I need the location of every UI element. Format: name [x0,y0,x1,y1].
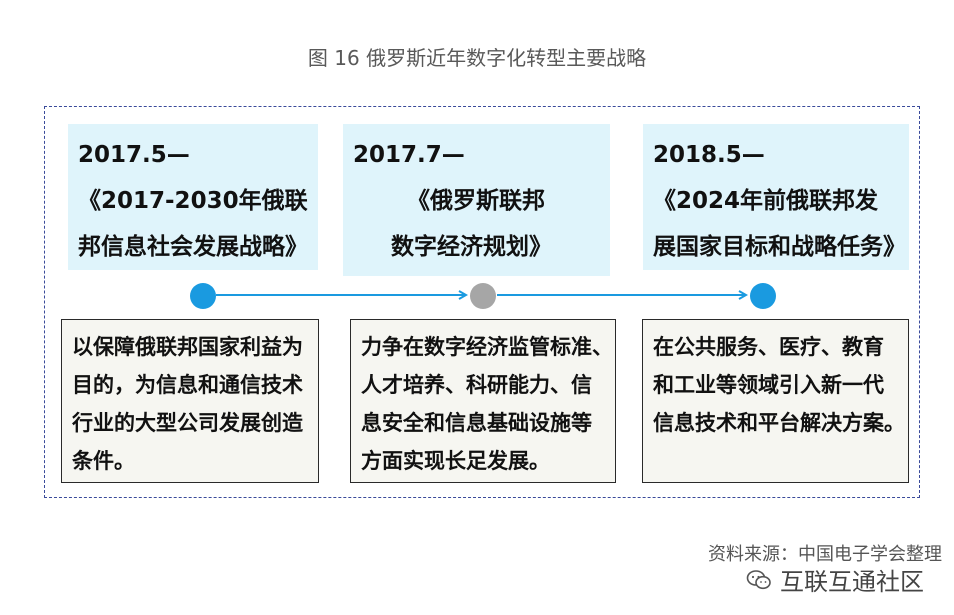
milestone-3-doc-line1: 《2024年前俄联邦发 [653,188,879,214]
watermark: 互联互通社区 [746,562,924,597]
source-note: 资料来源：中国电子学会整理 [708,544,942,565]
milestone-2-desc-line: 方面实现长足发展。 [361,449,550,473]
milestone-2-desc-line: 人才培养、科研能力、信 [361,373,592,397]
milestone-3-desc-line: 在公共服务、医疗、教育 [653,335,884,359]
wechat-icon [746,569,771,589]
milestone-2-description: 力争在数字经济监管标准、 人才培养、科研能力、信 息安全和信息基础设施等 方面实… [350,319,616,483]
milestone-1-desc-line: 以保障俄联邦国家利益为 [72,335,303,359]
milestone-2-desc-line: 力争在数字经济监管标准、 [361,335,613,359]
milestone-3-desc-line: 信息技术和平台解决方案。 [653,411,905,435]
milestone-3-description: 在公共服务、医疗、教育 和工业等领域引入新一代 信息技术和平台解决方案。 [642,319,909,483]
milestone-2-desc-line: 息安全和信息基础设施等 [361,411,592,435]
milestone-1-description: 以保障俄联邦国家利益为 目的，为信息和通信技术 行业的大型公司发展创造 条件。 [61,319,319,483]
milestone-3-date: 2018.5— [653,142,765,168]
milestone-1-desc-line: 条件。 [72,449,135,473]
milestone-2-doc-line1: 《俄罗斯联邦 [407,188,545,214]
milestone-1-header: 2017.5— 《2017-2030年俄联 邦信息社会发展战略》 [68,124,318,270]
timeline-frame [44,106,920,498]
milestone-2-doc-line2: 数字经济规划》 [391,234,552,260]
milestone-3-desc-line: 和工业等领域引入新一代 [653,373,884,397]
milestone-1-desc-line: 目的，为信息和通信技术 [72,373,303,397]
milestone-3-header: 2018.5— 《2024年前俄联邦发 展国家目标和战略任务》 [643,124,909,270]
milestone-1-doc-line1: 《2017-2030年俄联 [78,188,308,214]
milestone-1-date: 2017.5— [78,142,190,168]
milestone-2-header: 2017.7— 《俄罗斯联邦 数字经济规划》 [343,124,610,276]
watermark-text: 互联互通社区 [780,568,924,596]
milestone-1-doc-line2: 邦信息社会发展战略》 [78,234,308,260]
milestone-3-doc-line2: 展国家目标和战略任务》 [653,234,906,260]
milestone-2-date: 2017.7— [353,142,465,168]
milestone-1-desc-line: 行业的大型公司发展创造 [72,411,303,435]
figure-title: 图 16 俄罗斯近年数字化转型主要战略 [307,46,647,70]
